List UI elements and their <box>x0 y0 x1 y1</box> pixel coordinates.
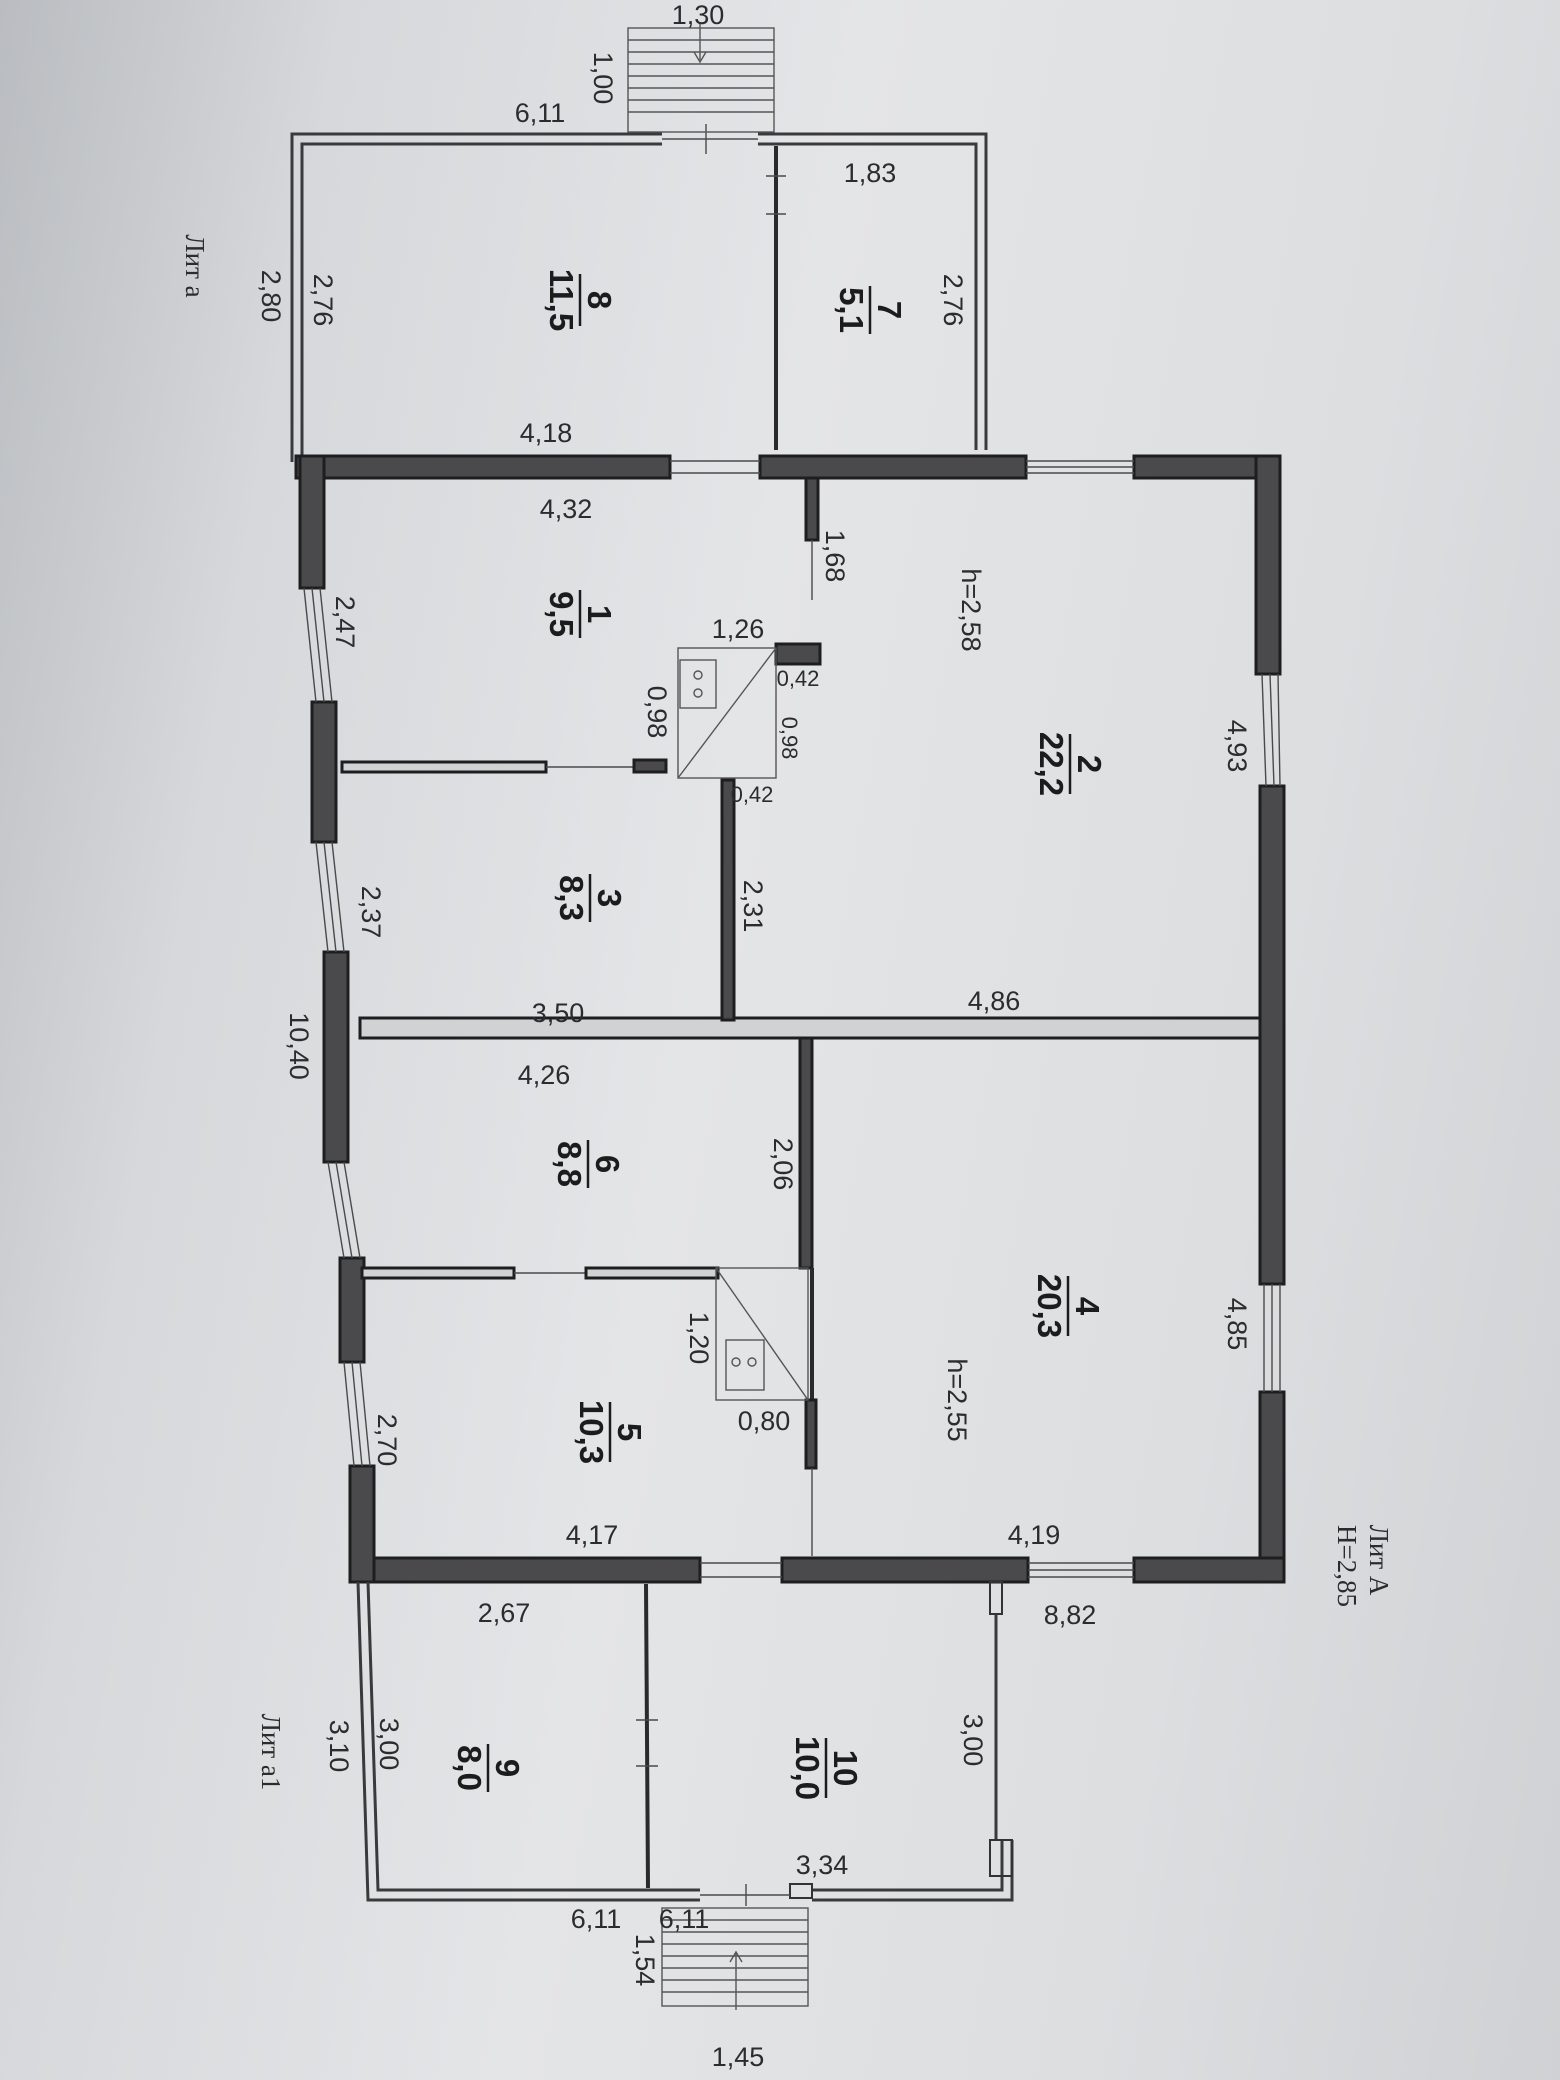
svg-text:2: 2 <box>1071 755 1108 773</box>
dim-4-93: 4,93 <box>1222 720 1252 773</box>
svg-text:10,0: 10,0 <box>789 1736 826 1800</box>
dim-4-86: 4,86 <box>968 986 1021 1016</box>
svg-text:22,2: 22,2 <box>1033 732 1070 796</box>
dim-0-42-a: 0,42 <box>777 666 820 691</box>
svg-text:5,1: 5,1 <box>833 287 870 333</box>
svg-text:9,5: 9,5 <box>543 591 580 637</box>
svg-text:5: 5 <box>611 1423 648 1441</box>
svg-text:1: 1 <box>581 605 618 623</box>
svg-text:8: 8 <box>581 291 618 309</box>
svg-text:7: 7 <box>871 301 908 319</box>
room-label-2: 2 22,2 <box>1033 732 1108 796</box>
dim-2-47: 2,47 <box>330 596 360 649</box>
svg-text:10: 10 <box>827 1750 864 1787</box>
svg-text:8,0: 8,0 <box>451 1745 488 1791</box>
lit-A-height-label: H=2,85 <box>1332 1525 1362 1607</box>
room-label-5: 5 10,3 <box>573 1400 648 1464</box>
dim-3-50: 3,50 <box>532 998 585 1028</box>
dim-3-00-right: 3,00 <box>958 1714 988 1767</box>
svg-text:4: 4 <box>1069 1297 1106 1316</box>
dim-1-26: 1,26 <box>712 614 765 644</box>
dim-6-11-top: 6,11 <box>515 98 566 128</box>
svg-text:11,5: 11,5 <box>543 269 580 331</box>
dim-2-76-left: 2,76 <box>308 274 338 327</box>
dim-3-00-left: 3,00 <box>374 1718 404 1771</box>
dim-2-70: 2,70 <box>372 1414 402 1467</box>
dim-1-00: 1,00 <box>588 52 618 105</box>
room-label-10: 10 10,0 <box>789 1736 864 1800</box>
room-label-6: 6 8,8 <box>551 1140 626 1188</box>
dim-2-37: 2,37 <box>356 886 386 939</box>
dim-1-30: 1,30 <box>672 0 725 30</box>
dim-4-32: 4,32 <box>540 494 593 524</box>
room-label-3: 3 8,3 <box>553 874 628 922</box>
dim-6-11-bl: 6,11 <box>571 1904 622 1934</box>
dim-4-26: 4,26 <box>518 1060 571 1090</box>
extension-lit-a <box>290 124 988 462</box>
room-label-9: 9 8,0 <box>451 1744 526 1792</box>
dim-2-76-right: 2,76 <box>938 274 968 327</box>
dim-8-82: 8,82 <box>1044 1600 1097 1630</box>
top-porch-stairs <box>627 22 775 133</box>
room-label-8: 8 11,5 <box>543 269 618 331</box>
dim-3-10: 3,10 <box>324 1720 354 1773</box>
svg-text:10,3: 10,3 <box>573 1400 610 1464</box>
dim-4-17: 4,17 <box>566 1520 619 1550</box>
dim-2-67: 2,67 <box>478 1598 531 1628</box>
dimension-labels: 1,30 6,11 1,83 4,18 4,32 1,26 0,42 0,42 … <box>478 0 1097 2072</box>
dim-1-54: 1,54 <box>630 1934 660 1987</box>
dim-1-20: 1,20 <box>684 1312 714 1365</box>
interior-walls <box>340 476 1262 1556</box>
svg-text:6: 6 <box>589 1155 626 1173</box>
svg-text:9: 9 <box>489 1759 526 1777</box>
dim-1-68: 1,68 <box>820 530 850 583</box>
svg-text:20,3: 20,3 <box>1031 1274 1068 1338</box>
dim-2-80: 2,80 <box>256 270 286 323</box>
lit-a1-label: Лит а1 <box>256 1714 286 1791</box>
bottom-porch-stairs <box>661 1907 809 2010</box>
room-label-1: 1 9,5 <box>543 590 618 638</box>
dim-10-40: 10,40 <box>284 1012 314 1080</box>
dim-0-98-b: 0,98 <box>777 717 802 760</box>
dim-4-19: 4,19 <box>1008 1520 1061 1550</box>
dim-2-31: 2,31 <box>738 880 768 933</box>
height-room-4: h=2,55 <box>942 1358 972 1441</box>
dim-2-06: 2,06 <box>768 1138 798 1191</box>
dim-4-18: 4,18 <box>520 418 573 448</box>
height-room-2: h=2,58 <box>956 568 986 651</box>
extension-lit-a1 <box>356 1581 1014 1906</box>
svg-text:8,3: 8,3 <box>553 875 590 921</box>
lit-A-label: Лит А <box>1364 1525 1394 1596</box>
dim-1-83: 1,83 <box>844 158 897 188</box>
dim-4-85: 4,85 <box>1222 1298 1252 1351</box>
dimension-labels-rotated: 1,00 2,80 2,76 2,76 1,68 0,98 0,98 2,47 … <box>256 52 1252 1987</box>
dim-3-34: 3,34 <box>796 1850 849 1880</box>
dim-0-80: 0,80 <box>738 1406 791 1436</box>
dim-6-11-br: 6,11 <box>659 1904 710 1934</box>
svg-text:3: 3 <box>591 889 628 907</box>
room-label-4: 4 20,3 <box>1031 1274 1106 1338</box>
lit-a-label: Лит а <box>180 234 210 297</box>
main-house-walls <box>294 454 1286 1584</box>
dim-1-45: 1,45 <box>712 2042 765 2072</box>
room-label-7: 7 5,1 <box>833 286 908 334</box>
dim-0-42-b: 0,42 <box>731 782 774 807</box>
svg-text:8,8: 8,8 <box>551 1141 588 1187</box>
dim-0-98-a: 0,98 <box>642 686 672 739</box>
